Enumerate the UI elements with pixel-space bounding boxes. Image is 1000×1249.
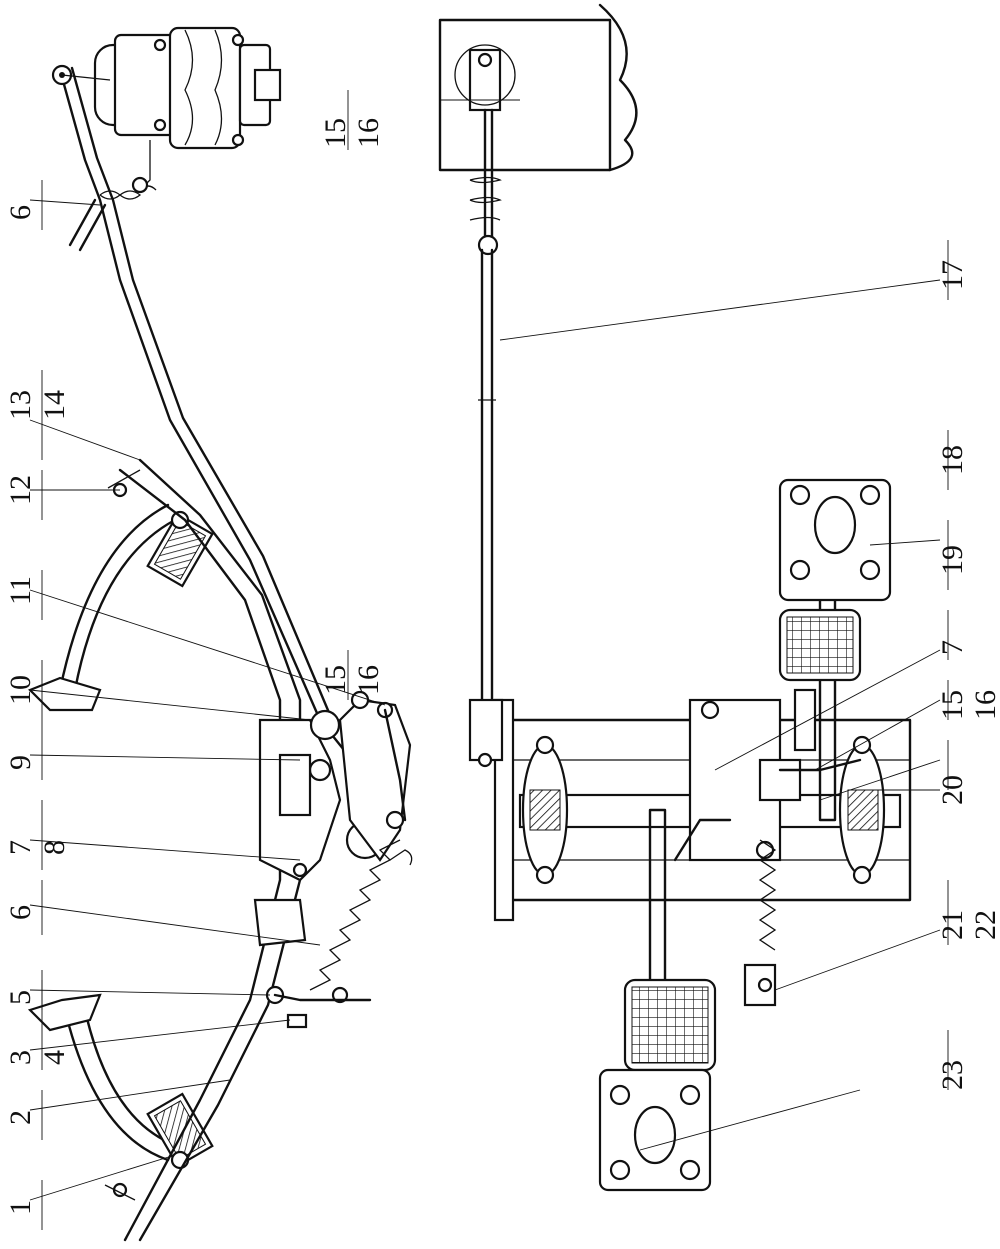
lower-lever xyxy=(253,898,372,1029)
label-22: 22 xyxy=(969,910,1000,940)
callouts-left: 1 2 3 4 5 6 7 8 9 10 11 12 13 14 6 xyxy=(4,205,71,1215)
label-9: 9 xyxy=(4,755,37,770)
label-1: 1 xyxy=(4,1200,37,1215)
top-mount xyxy=(438,3,638,256)
label-10: 10 xyxy=(4,675,37,705)
label-13: 13 xyxy=(4,390,37,420)
label-4: 4 xyxy=(38,1050,71,1065)
upper-return-spring xyxy=(68,176,157,252)
right-label-rules xyxy=(347,90,949,1090)
label-12: 12 xyxy=(4,475,37,505)
lower-return-spring xyxy=(309,839,413,1004)
left-side-view xyxy=(27,26,413,1242)
label-7: 7 xyxy=(4,840,37,855)
label-16-right: 16 xyxy=(969,690,1000,720)
label-15-mid: 15 xyxy=(319,665,352,695)
label-14: 14 xyxy=(38,390,71,420)
label-21: 21 xyxy=(936,910,969,940)
label-19: 19 xyxy=(936,545,969,575)
pedal-18 xyxy=(778,478,941,822)
label-15-right: 15 xyxy=(936,690,969,720)
label-7-right: 7 xyxy=(936,640,969,655)
label-17: 17 xyxy=(936,260,969,290)
central-bracket xyxy=(258,690,412,882)
long-operating-rod xyxy=(51,64,402,822)
right-pedal-arc xyxy=(28,503,214,712)
label-2: 2 xyxy=(4,1110,37,1125)
left-leaders xyxy=(29,199,386,1201)
right-plan-view xyxy=(347,3,949,1192)
pedal-23 xyxy=(598,808,861,1192)
label-6-lower: 6 xyxy=(4,905,37,920)
callouts-right: 15 16 15 16 17 18 19 7 15 16 20 21 22 23 xyxy=(319,118,1000,1090)
label-3: 3 xyxy=(4,1050,37,1065)
label-20: 20 xyxy=(936,775,969,805)
rod-17 xyxy=(478,248,941,732)
top-cylinder-assembly xyxy=(61,26,282,191)
label-16-mid: 16 xyxy=(352,665,385,695)
mid-mechanism xyxy=(673,649,941,1007)
label-18: 18 xyxy=(936,445,969,475)
label-6-upper: 6 xyxy=(4,205,37,220)
label-23: 23 xyxy=(936,1060,969,1090)
label-16-top: 16 xyxy=(352,118,385,148)
label-15-top: 15 xyxy=(319,118,352,148)
left-pedal-arc xyxy=(27,993,214,1170)
label-11: 11 xyxy=(4,576,37,605)
label-5: 5 xyxy=(4,990,37,1005)
label-8: 8 xyxy=(38,840,71,855)
